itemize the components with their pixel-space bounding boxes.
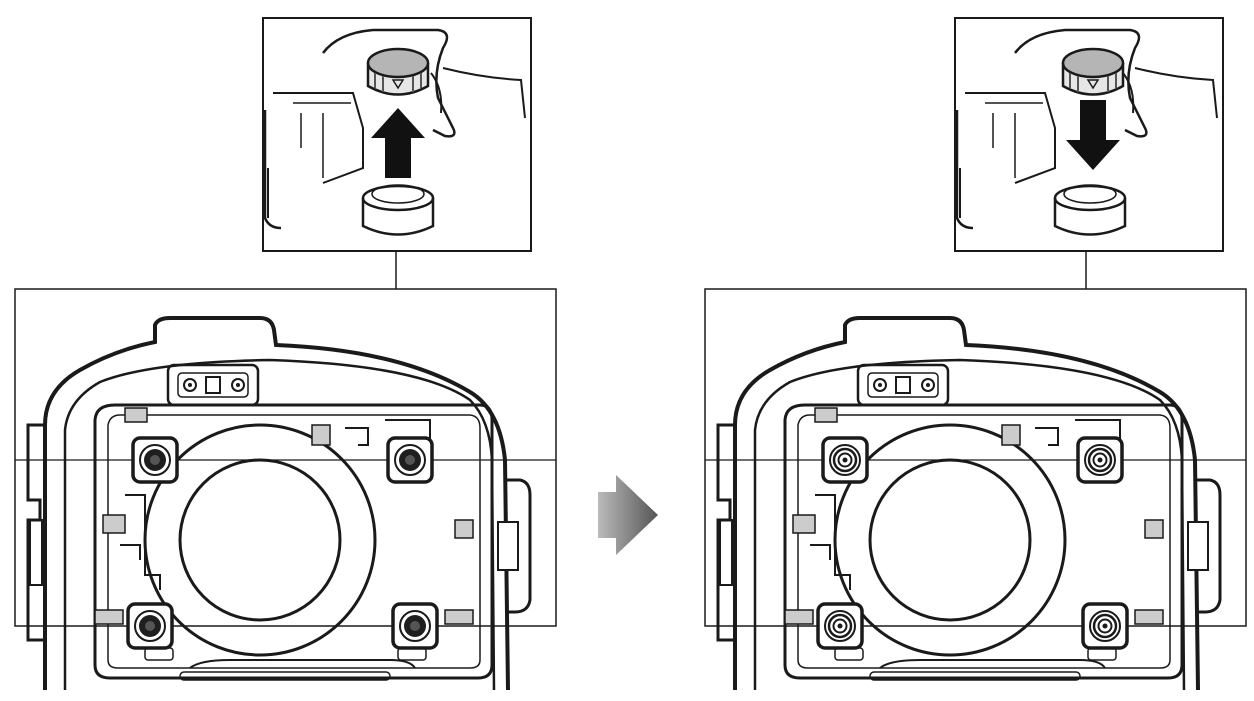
panel-after	[703, 16, 1248, 692]
knob-detail-inset-after	[953, 16, 1225, 253]
lock-knob-top-left	[131, 436, 179, 484]
knob-detail-inset-before	[261, 16, 533, 253]
down-arrow-icon	[1066, 100, 1120, 170]
lock-knob-bottom-left	[126, 602, 174, 650]
housing-rear-view-before	[13, 248, 558, 692]
lock-knob-top-right	[1076, 436, 1124, 484]
lock-knob-bottom-right	[1081, 602, 1129, 650]
lock-knob-top-right	[386, 436, 434, 484]
knob-raised	[366, 47, 430, 96]
panel-before	[13, 16, 558, 692]
lock-knob-bottom-left	[816, 602, 864, 650]
up-arrow-icon	[371, 108, 425, 178]
lock-knob-bottom-right	[391, 602, 439, 650]
lock-knob-top-left	[821, 436, 869, 484]
housing-rear-view-after	[703, 248, 1248, 692]
right-arrow-icon	[598, 475, 658, 555]
knob-lowered	[1061, 47, 1125, 96]
